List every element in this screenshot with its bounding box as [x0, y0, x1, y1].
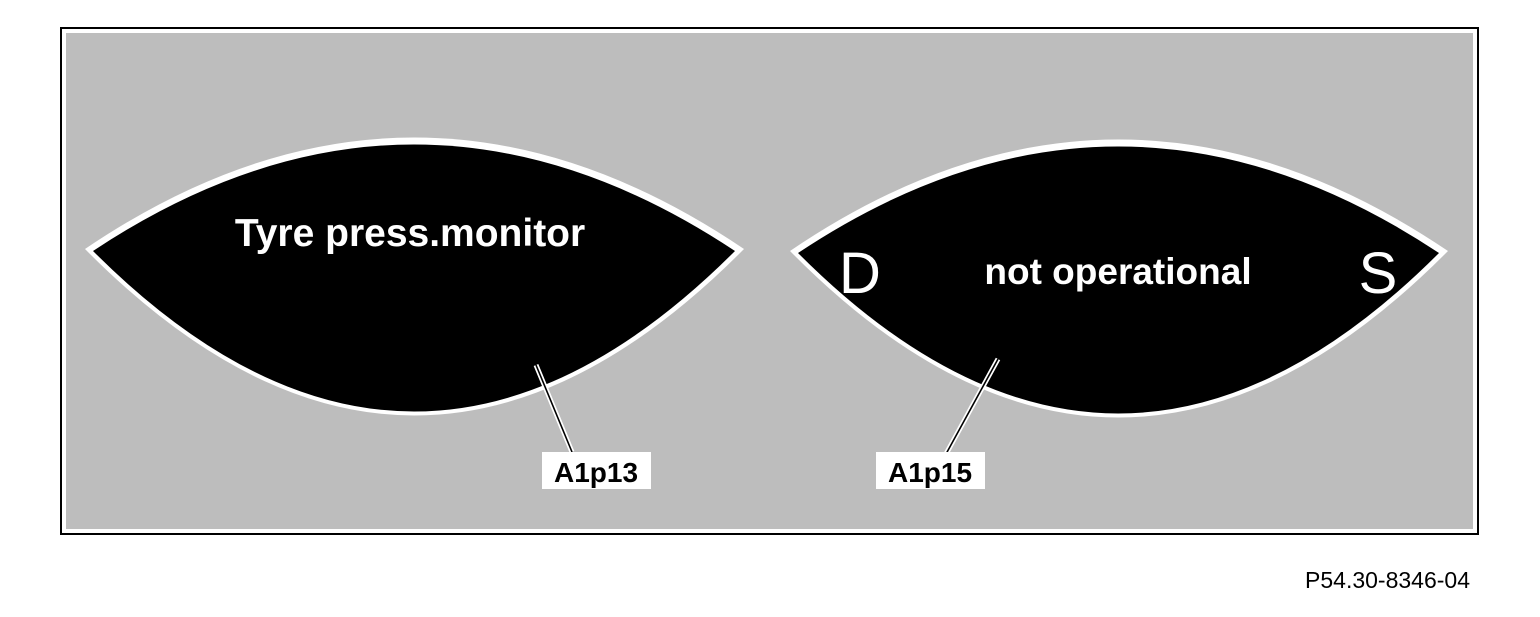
display-right-left-letter: D [839, 241, 881, 306]
callout-label-left-bg [542, 452, 651, 489]
display-left-screen [93, 144, 735, 412]
callout-label-right: A1p15 [888, 457, 972, 488]
display-right-main-text: not operational [984, 251, 1251, 292]
display-right-screen [798, 146, 1439, 414]
display-right: D not operational S A1p15 [790, 139, 1448, 489]
display-right-right-letter: S [1359, 241, 1398, 306]
callout-line-left-core [535, 364, 573, 453]
callout-line-right-core [945, 358, 999, 455]
callout-label-right-bg [876, 452, 985, 489]
display-left: Tyre press.monitor A1p13 [85, 137, 744, 489]
display-left-main-text: Tyre press.monitor [235, 212, 585, 255]
callout-label-left: A1p13 [554, 457, 638, 488]
figure-code: P54.30-8346-04 [1305, 567, 1470, 593]
